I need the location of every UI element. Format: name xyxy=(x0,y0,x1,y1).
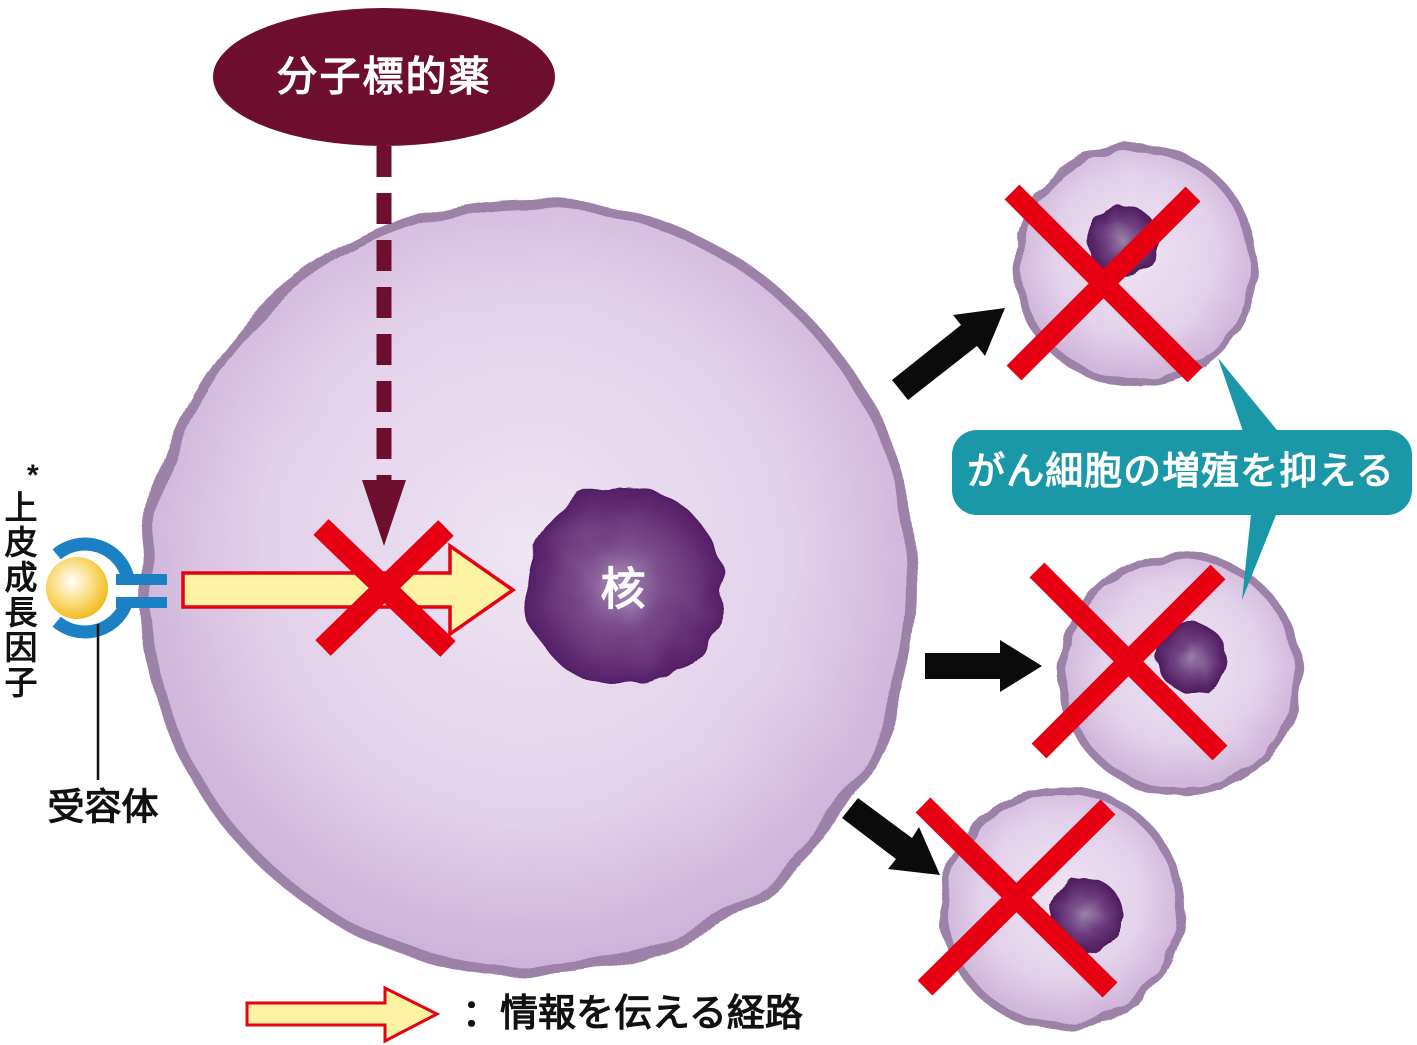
growth-factor-label: 上皮成長因子 xyxy=(0,490,37,700)
effect-label: がん細胞の増殖を抑える xyxy=(967,451,1395,493)
proliferation-arrow-bottom xyxy=(842,798,940,875)
x-stroke xyxy=(1006,186,1201,381)
footnote-asterisk: * xyxy=(27,459,39,492)
receptor-bar-top xyxy=(116,574,167,585)
receptor-bar-bottom xyxy=(116,597,167,608)
proliferation-arrow-middle xyxy=(925,640,1042,692)
x-stroke xyxy=(917,799,1116,996)
daughter-cell-middle-nucleus xyxy=(1157,623,1227,693)
bubble-tail-bottom xyxy=(1242,505,1280,600)
blocked-x-middle-icon xyxy=(1029,562,1228,761)
proliferation-arrow-top xyxy=(892,308,1005,400)
nucleus-blob xyxy=(1157,623,1227,693)
signal-blocked-x-icon xyxy=(313,519,456,657)
blocked-x-top-icon xyxy=(1004,184,1203,383)
molecular-drug-ellipse xyxy=(213,8,555,146)
drug-label: 分子標的薬 xyxy=(276,53,492,100)
nucleus-blob xyxy=(523,486,723,686)
bubble-body xyxy=(952,430,1412,515)
x-stroke xyxy=(315,520,454,656)
signal-pathway-arrow xyxy=(181,542,517,638)
legend-label: ：情報を伝える経路 xyxy=(462,993,803,1035)
blocked-x-bottom-icon xyxy=(915,797,1118,998)
x-stroke xyxy=(1031,564,1226,759)
effect-speech-bubble xyxy=(952,358,1412,600)
legend-pathway-arrow-icon xyxy=(245,985,441,1044)
drug-arrow-head-icon xyxy=(362,480,406,546)
receptor-arc-top xyxy=(52,537,134,579)
nucleus-label: 核 xyxy=(600,563,646,615)
main-cell-nucleus xyxy=(523,486,723,686)
bubble-tail-top xyxy=(1218,358,1290,446)
receptor-label: 受容体 xyxy=(47,786,159,828)
growth-factor-ball xyxy=(46,557,108,619)
